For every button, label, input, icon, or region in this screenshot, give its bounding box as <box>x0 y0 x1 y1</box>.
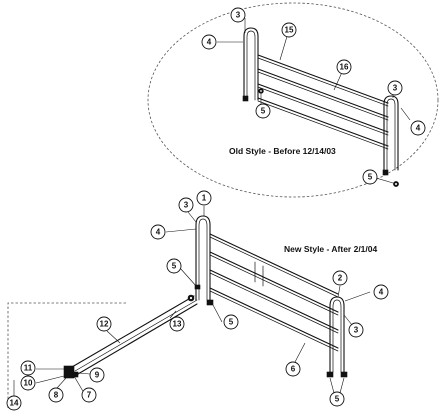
callout-arm-8: 8 <box>48 387 64 403</box>
svg-text:13: 13 <box>173 320 182 329</box>
svg-text:5: 5 <box>368 173 373 182</box>
svg-text:3: 3 <box>393 84 398 93</box>
callout-new-5-bottom: 5 <box>329 391 345 407</box>
new-right-upright <box>326 296 348 378</box>
svg-text:3: 3 <box>184 201 189 210</box>
callout-arm-14: 14 <box>6 395 22 411</box>
callout-new-4-right: 4 <box>373 284 389 300</box>
callout-new-5-left: 5 <box>166 258 182 274</box>
svg-text:9: 9 <box>95 371 100 380</box>
svg-text:5: 5 <box>335 395 340 404</box>
svg-text:6: 6 <box>291 365 296 374</box>
new-style-assembly: 1 3 4 5 5 2 4 3 6 5 12 13 11 10 9 8 7 14… <box>6 190 389 411</box>
svg-text:3: 3 <box>354 326 359 335</box>
callout-old-3-right: 3 <box>387 80 403 96</box>
svg-text:4: 4 <box>379 288 384 297</box>
callout-new-6: 6 <box>285 361 301 377</box>
new-style-caption: New Style - After 2/1/04 <box>284 244 377 254</box>
callout-arm-7: 7 <box>81 387 97 403</box>
old-left-upright <box>242 27 264 102</box>
callout-arm-10: 10 <box>20 375 36 391</box>
callout-new-3-right: 3 <box>348 322 364 338</box>
svg-text:16: 16 <box>340 63 349 72</box>
svg-text:5: 5 <box>172 262 177 271</box>
svg-text:7: 7 <box>87 391 92 400</box>
svg-text:2: 2 <box>338 274 343 283</box>
callout-arm-9: 9 <box>89 367 105 383</box>
callout-new-1: 1 <box>196 190 212 206</box>
callout-arm-11: 11 <box>20 360 36 376</box>
callout-old-4-top: 4 <box>201 34 217 50</box>
callout-arm-13: 13 <box>169 316 185 332</box>
svg-text:12: 12 <box>100 320 109 329</box>
callout-old-5-left: 5 <box>255 103 271 119</box>
callout-old-3-top: 3 <box>230 7 246 23</box>
svg-text:1: 1 <box>202 194 207 203</box>
svg-text:3: 3 <box>236 11 241 20</box>
callout-new-5-mid: 5 <box>223 314 239 330</box>
new-left-upright <box>194 215 214 306</box>
svg-text:8: 8 <box>54 391 59 400</box>
callout-new-4-left: 4 <box>150 224 166 240</box>
callout-arm-12: 12 <box>96 316 112 332</box>
old-horizontal-rails <box>257 54 389 150</box>
svg-text:4: 4 <box>416 124 421 133</box>
callout-new-3-left: 3 <box>178 197 194 213</box>
new-horizontal-rails <box>209 233 339 352</box>
new-style-dashed-outline <box>7 302 128 408</box>
svg-text:4: 4 <box>207 38 212 47</box>
svg-text:4: 4 <box>156 228 161 237</box>
callout-new-2: 2 <box>332 270 348 286</box>
svg-text:5: 5 <box>229 318 234 327</box>
new-swing-arm <box>63 294 198 379</box>
svg-text:15: 15 <box>285 26 294 35</box>
old-style-dashed-outline <box>147 2 439 198</box>
callout-old-15: 15 <box>281 22 297 38</box>
old-right-upright <box>382 95 399 187</box>
callout-old-16: 16 <box>336 59 352 75</box>
callout-old-4-right: 4 <box>410 120 426 136</box>
svg-text:10: 10 <box>24 379 33 388</box>
svg-text:14: 14 <box>10 399 19 408</box>
old-style-assembly: 3 4 15 16 5 3 4 5 Old Style - Before 12/… <box>147 2 439 198</box>
callout-old-5-right: 5 <box>362 169 378 185</box>
old-style-caption: Old Style - Before 12/14/03 <box>229 146 336 156</box>
svg-text:11: 11 <box>24 364 33 373</box>
svg-text:5: 5 <box>261 107 266 116</box>
